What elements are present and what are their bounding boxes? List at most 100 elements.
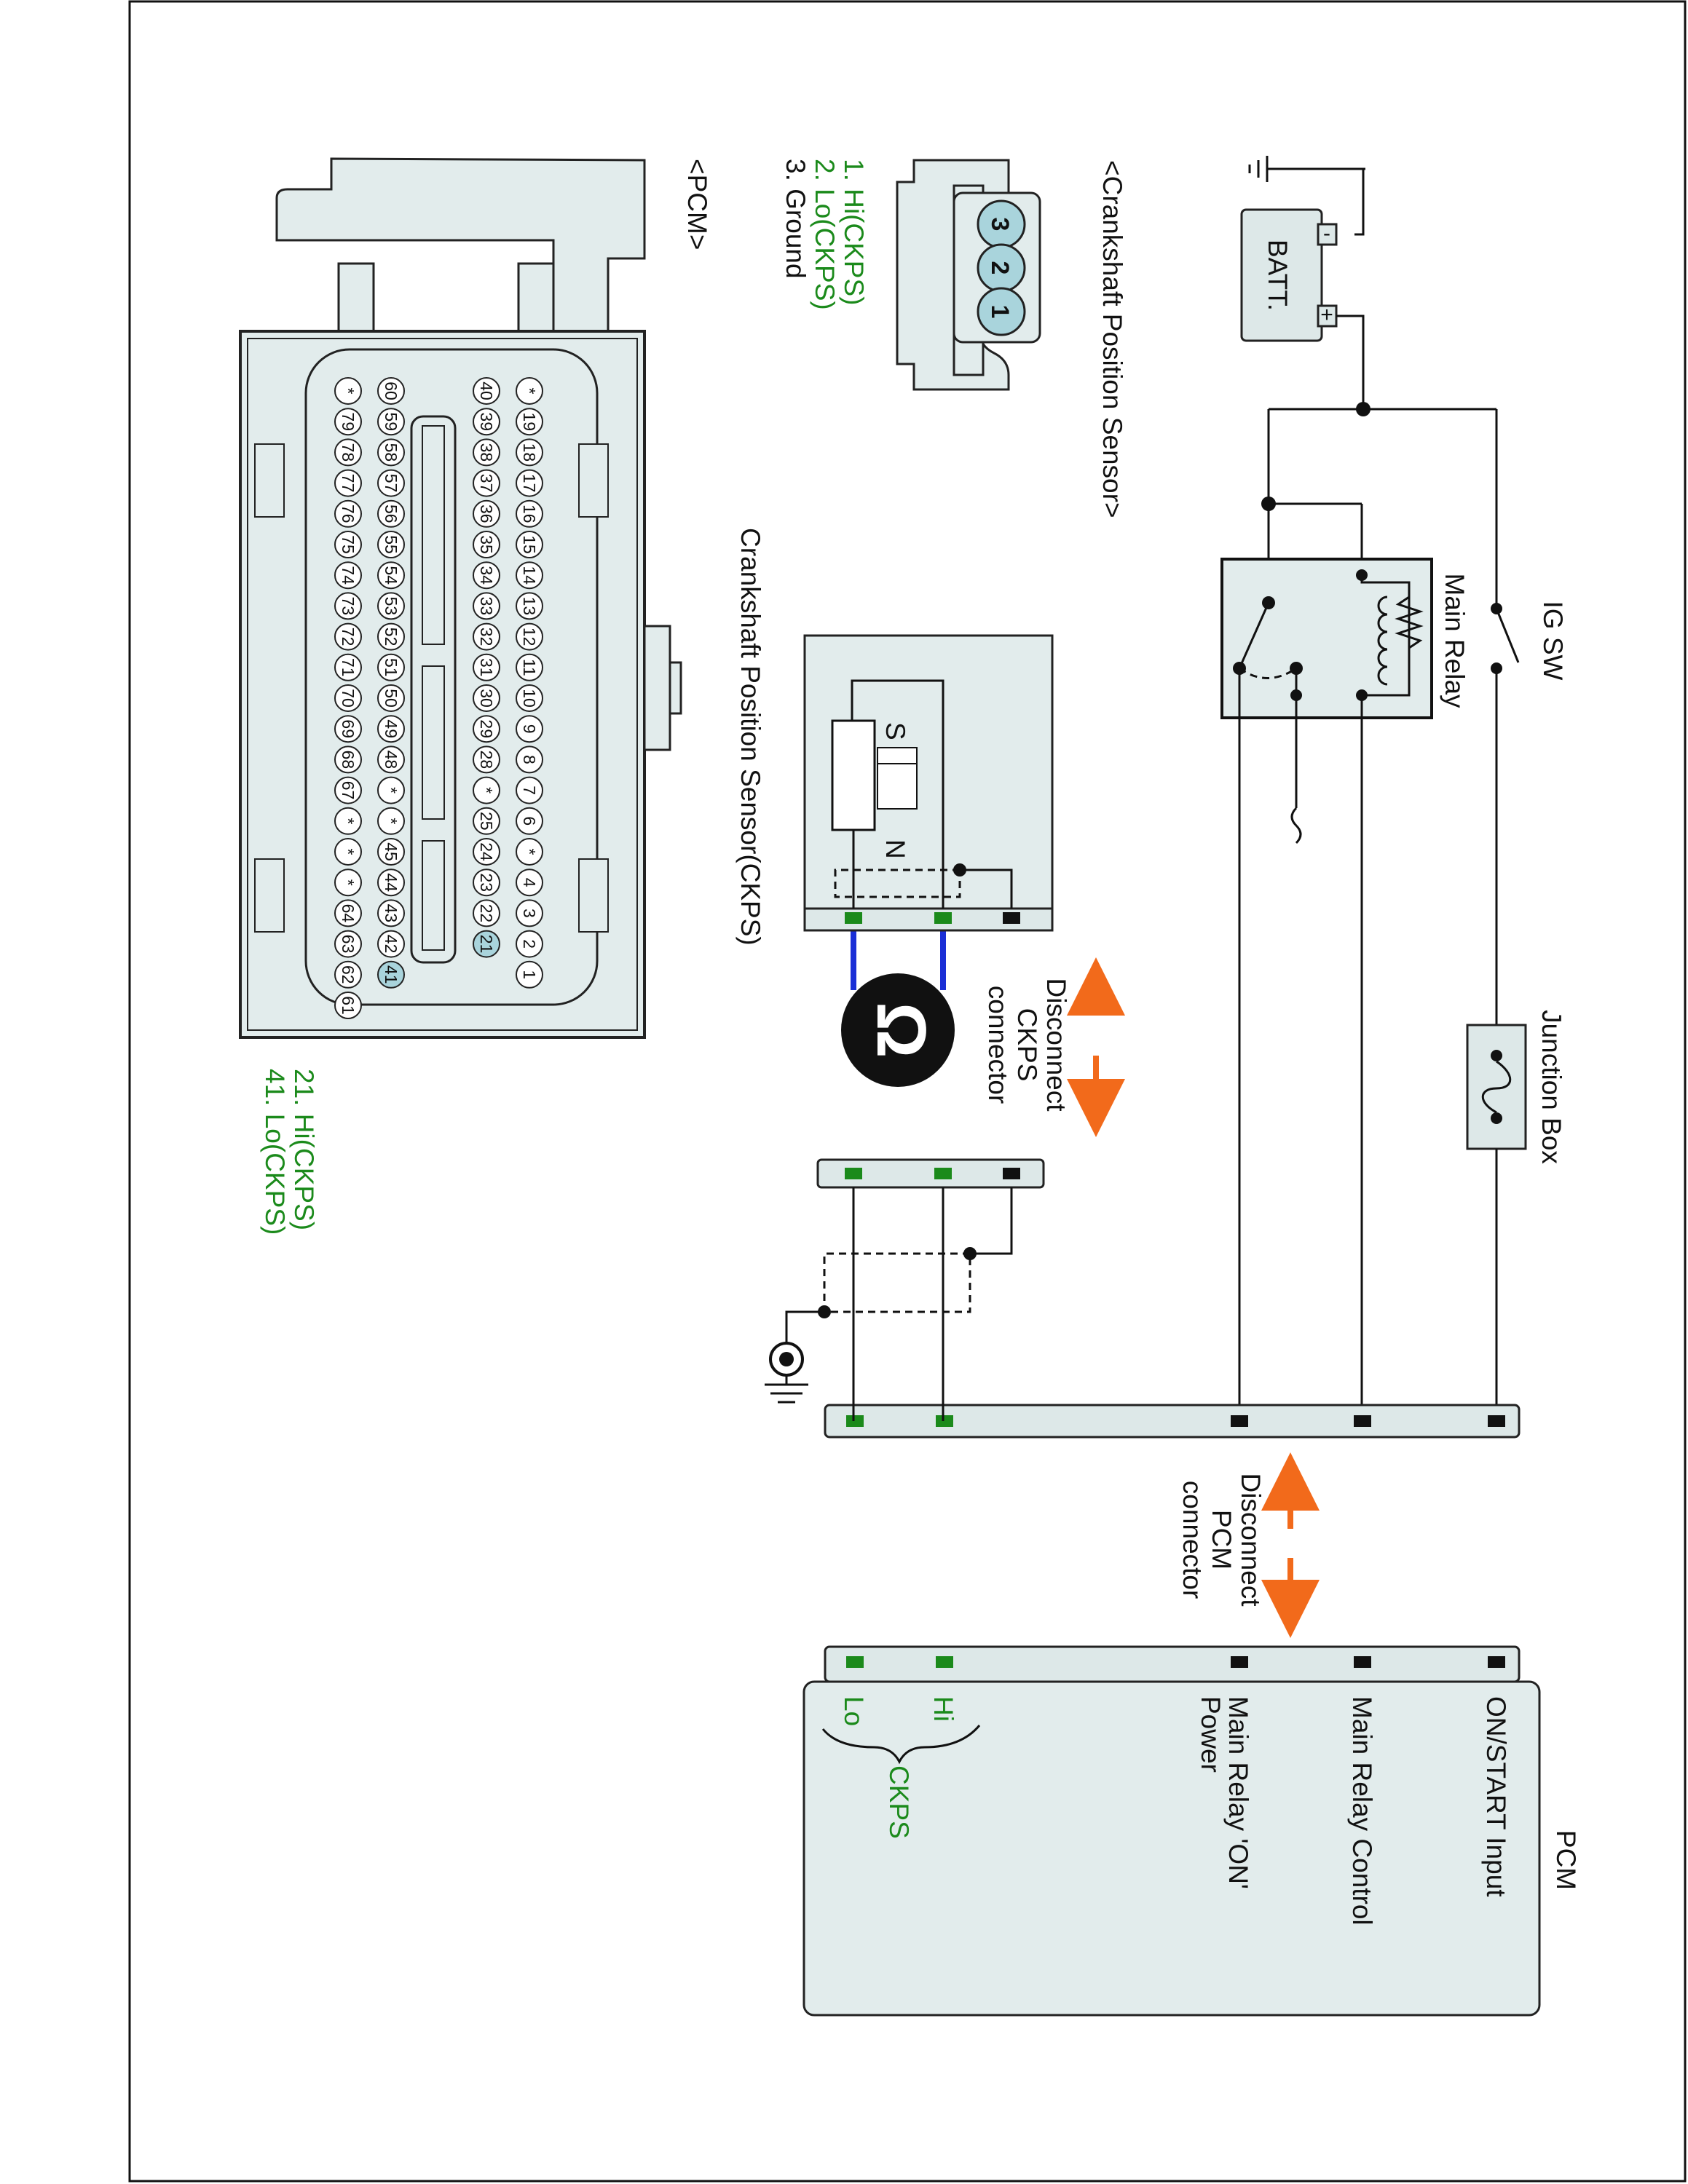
- pcm-pin-21: [473, 930, 500, 958]
- pcm-pin-label: 58: [382, 443, 401, 462]
- pcm-legend-21: 21. Hi(CKPS): [289, 1069, 319, 1230]
- pcm-pin-*: [377, 776, 405, 804]
- pcm-pin-main-relay-on: Main Relay 'ON': [1223, 1696, 1253, 1889]
- pcm-pin-45: [377, 838, 405, 866]
- pcm-pin-19: [516, 408, 543, 436]
- pcm-pin-label: 23: [477, 873, 496, 892]
- ckps-sensor-connector: [816, 1158, 1045, 1189]
- pcm-pin-39: [473, 408, 500, 436]
- pcm-pin-14: [516, 561, 543, 590]
- pcm-pin-label: 76: [339, 505, 358, 523]
- pcm-pin-*: [334, 377, 362, 405]
- ckps-pin-1: [977, 287, 1026, 336]
- pcm-pin-label: 28: [477, 751, 496, 769]
- battery-minus-label: -: [1323, 221, 1330, 245]
- pcm-pin-lo: Lo: [839, 1696, 869, 1726]
- pcm-pin-label: 33: [477, 597, 496, 616]
- pcm-pin-24: [473, 838, 500, 866]
- svg-text:2: 2: [986, 261, 1014, 275]
- pcm-pin-32: [473, 622, 500, 651]
- pcm-module-connector: [824, 1645, 1521, 1683]
- pcm-pin-51: [377, 653, 405, 681]
- pcm-pin-label: 12: [520, 628, 539, 646]
- pcm-pin-50: [377, 684, 405, 712]
- pcm-pin-label: 15: [520, 535, 539, 554]
- pcm-pin-label: 38: [477, 443, 496, 462]
- pcm-pin-49: [377, 715, 405, 743]
- pcm-pin-75: [334, 531, 362, 558]
- pcm-pin-55: [377, 531, 405, 558]
- pcm-pin-label: 57: [382, 474, 401, 493]
- pcm-pin-29: [473, 715, 500, 743]
- pcm-pin-label: 60: [382, 381, 401, 400]
- pcm-pin-57: [377, 469, 405, 497]
- pcm-pin-main-relay-control: Main Relay Control: [1347, 1696, 1377, 1926]
- pcm-pin-label: 13: [520, 597, 539, 616]
- pcm-pin-label: 34: [477, 566, 496, 585]
- pcm-pin-label: 21: [477, 935, 496, 954]
- pcm-pin-58: [377, 438, 405, 467]
- pcm-pin-label: 77: [339, 474, 358, 493]
- pcm-pin-13: [516, 592, 543, 620]
- pcm-pin-label: 42: [382, 935, 401, 954]
- pcm-pin-28: [473, 745, 500, 774]
- pcm-pin-label: *: [382, 818, 401, 824]
- pcm-pin-42: [377, 930, 405, 958]
- pcm-pin-60: [377, 377, 405, 405]
- disconnect-ckps-label: Disconnect CKPS connector: [983, 978, 1071, 1112]
- pcm-pin-79: [334, 408, 362, 436]
- pcm-pin-label: 22: [477, 904, 496, 923]
- pcm-pin-label: *: [339, 388, 358, 395]
- pcm-pin-label: 74: [339, 566, 358, 585]
- pcm-pin-label: 40: [477, 381, 496, 400]
- pcm-pin-53: [377, 592, 405, 620]
- pcm-pin-label: 56: [382, 505, 401, 523]
- pcm-pin-7: [516, 776, 543, 804]
- pcm-pin-label: 8: [520, 755, 539, 764]
- pcm-pin-56: [377, 499, 405, 528]
- pcm-pin-52: [377, 622, 405, 651]
- pcm-pin-label: 6: [520, 816, 539, 826]
- pcm-pin-label: 69: [339, 719, 358, 738]
- disconnect-pcm-label: Disconnect PCM connector: [1178, 1473, 1266, 1607]
- pcm-pin-31: [473, 653, 500, 681]
- pcm-pin-label: *: [520, 388, 539, 395]
- ckps-legend-3: 3. Ground: [781, 159, 811, 279]
- pcm-pin-36: [473, 499, 500, 528]
- pcm-harness-connector: [824, 1404, 1521, 1439]
- pcm-pin-78: [334, 438, 362, 467]
- pcm-pin-label: 24: [477, 842, 496, 861]
- pcm-module: [802, 1680, 1541, 2017]
- pcm-pin-1: [516, 960, 543, 989]
- pcm-pin-12: [516, 622, 543, 651]
- pcm-pin-label: 53: [382, 597, 401, 616]
- svg-text:1: 1: [986, 305, 1014, 319]
- pcm-pin-71: [334, 653, 362, 681]
- pcm-pin-label: 75: [339, 535, 358, 554]
- pcm-pin-72: [334, 622, 362, 651]
- pcm-pin-17: [516, 469, 543, 497]
- svg-text:3: 3: [986, 218, 1014, 232]
- pcm-pin-label: 63: [339, 935, 358, 954]
- pcm-pin-label: 44: [382, 873, 401, 892]
- pcm-pin-23: [473, 869, 500, 897]
- svg-text:Disconnect: Disconnect: [1236, 1473, 1266, 1607]
- pcm-pin-40: [473, 377, 500, 405]
- pcm-pin-label: 7: [520, 786, 539, 795]
- pcm-pin-label: 2: [520, 939, 539, 949]
- pcm-pin-label: 67: [339, 781, 358, 800]
- pcm-pin-label: 62: [339, 965, 358, 984]
- pcm-pin-70: [334, 684, 362, 712]
- pcm-pin-25: [473, 807, 500, 835]
- pcm-pin-label: 18: [520, 443, 539, 462]
- ckps-legend-2: 2. Lo(CKPS): [810, 159, 840, 310]
- main-relay: [1220, 558, 1433, 719]
- sensor-n-label: N: [880, 839, 910, 859]
- svg-text:CKPS: CKPS: [1012, 1008, 1042, 1082]
- pcm-legend-41: 41. Lo(CKPS): [260, 1069, 290, 1235]
- svg-text:connector: connector: [1178, 1481, 1207, 1599]
- pcm-pin-label: 64: [339, 904, 358, 923]
- battery: [1240, 208, 1323, 342]
- pcm-pin-label: 16: [520, 505, 539, 523]
